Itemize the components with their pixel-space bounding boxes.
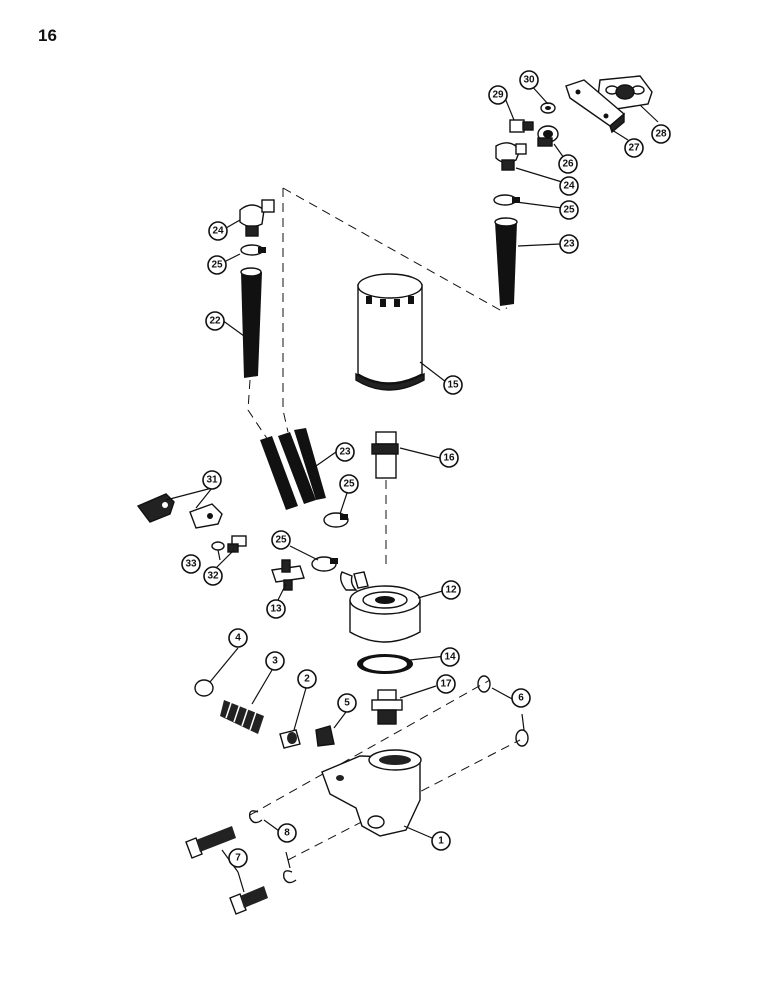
svg-text:13: 13 — [270, 604, 282, 615]
bolt-part — [229, 886, 268, 915]
hose-part — [494, 217, 518, 306]
svg-text:6: 6 — [518, 693, 524, 704]
hose-clip-part — [136, 493, 223, 529]
svg-text:31: 31 — [206, 475, 218, 486]
svg-text:26: 26 — [562, 159, 574, 170]
svg-text:28: 28 — [655, 129, 667, 140]
callout-22: 22 — [205, 311, 225, 331]
svg-text:25: 25 — [211, 260, 223, 271]
svg-text:8: 8 — [284, 828, 290, 839]
callout-33: 33 — [181, 554, 201, 574]
oil-cooler-part — [339, 571, 421, 643]
callout-13: 13 — [266, 599, 286, 619]
callout-17: 17 — [436, 674, 456, 694]
callout-24: 24 — [559, 176, 579, 196]
callout-4: 4 — [228, 628, 248, 648]
bolt-part — [227, 535, 247, 553]
callout-25: 25 — [339, 474, 359, 494]
threaded-nipple-part — [371, 689, 403, 725]
sleeve-part — [315, 725, 335, 747]
svg-text:1: 1 — [438, 836, 444, 847]
threaded-nipple-part — [371, 431, 399, 479]
gasket-part — [597, 75, 653, 111]
hose-part — [260, 428, 326, 510]
callout-28: 28 — [651, 124, 671, 144]
callout-27: 27 — [624, 138, 644, 158]
spring-part — [220, 699, 264, 734]
callout-14: 14 — [440, 647, 460, 667]
leader-lines — [165, 83, 659, 893]
svg-text:15: 15 — [447, 380, 459, 391]
svg-text:33: 33 — [185, 559, 197, 570]
tee-fitting-part — [271, 559, 305, 591]
lock-washer-part — [540, 102, 556, 114]
svg-text:24: 24 — [212, 226, 224, 237]
callout-30: 30 — [519, 70, 539, 90]
bolt-part — [509, 119, 534, 133]
lock-washer-part — [211, 541, 225, 551]
callout-8: 8 — [277, 823, 297, 843]
hose-clamp-part — [323, 512, 349, 528]
callout-23: 23 — [559, 234, 579, 254]
callout-25: 25 — [559, 200, 579, 220]
callout-23: 23 — [335, 442, 355, 462]
callout-29: 29 — [488, 85, 508, 105]
svg-text:22: 22 — [209, 316, 221, 327]
svg-text:16: 16 — [443, 453, 455, 464]
callout-24: 24 — [208, 221, 228, 241]
callout-7: 7 — [228, 848, 248, 868]
svg-text:17: 17 — [440, 679, 452, 690]
callout-15: 15 — [443, 375, 463, 395]
svg-text:4: 4 — [235, 633, 241, 644]
svg-text:12: 12 — [445, 585, 457, 596]
adapter-plate-part — [565, 79, 626, 134]
hose-part — [240, 267, 262, 378]
elbow-fitting-part — [495, 142, 527, 171]
svg-text:27: 27 — [628, 143, 640, 154]
svg-text:5: 5 — [344, 698, 350, 709]
seal-ring-part — [357, 654, 413, 674]
oil-filter-part — [355, 273, 425, 391]
callout-12: 12 — [441, 580, 461, 600]
hose-clamp-part — [493, 194, 520, 206]
svg-text:25: 25 — [275, 535, 287, 546]
bolt-part — [185, 826, 236, 859]
page-number: 16 — [38, 26, 57, 45]
svg-text:23: 23 — [563, 239, 575, 250]
svg-text:29: 29 — [492, 90, 504, 101]
svg-text:24: 24 — [563, 181, 575, 192]
callout-25: 25 — [271, 530, 291, 550]
callout-26: 26 — [558, 154, 578, 174]
callout-6: 6 — [511, 688, 531, 708]
svg-text:7: 7 — [235, 853, 241, 864]
callout-16: 16 — [439, 448, 459, 468]
callout-1: 1 — [431, 831, 451, 851]
svg-text:30: 30 — [523, 75, 535, 86]
callout-31: 31 — [202, 470, 222, 490]
assembly-dashed-lines — [247, 187, 521, 861]
o-ring-part — [477, 675, 529, 747]
snap-ring-part — [248, 810, 297, 884]
svg-text:23: 23 — [339, 447, 351, 458]
svg-text:25: 25 — [343, 479, 355, 490]
hose-clamp-part — [311, 556, 338, 572]
hose-clamp-part — [240, 244, 266, 256]
callout-2: 2 — [297, 669, 317, 689]
elbow-fitting-part — [239, 199, 275, 237]
valve-part — [279, 729, 301, 749]
svg-text:3: 3 — [272, 656, 278, 667]
svg-text:14: 14 — [444, 652, 456, 663]
plug-part — [194, 679, 214, 697]
callout-3: 3 — [265, 651, 285, 671]
svg-text:2: 2 — [304, 674, 310, 685]
fitting-part — [537, 125, 559, 147]
filter-housing-part — [321, 749, 422, 837]
svg-text:32: 32 — [207, 571, 219, 582]
svg-text:25: 25 — [563, 205, 575, 216]
callout-5: 5 — [337, 693, 357, 713]
callout-25: 25 — [207, 255, 227, 275]
callout-32: 32 — [203, 566, 223, 586]
